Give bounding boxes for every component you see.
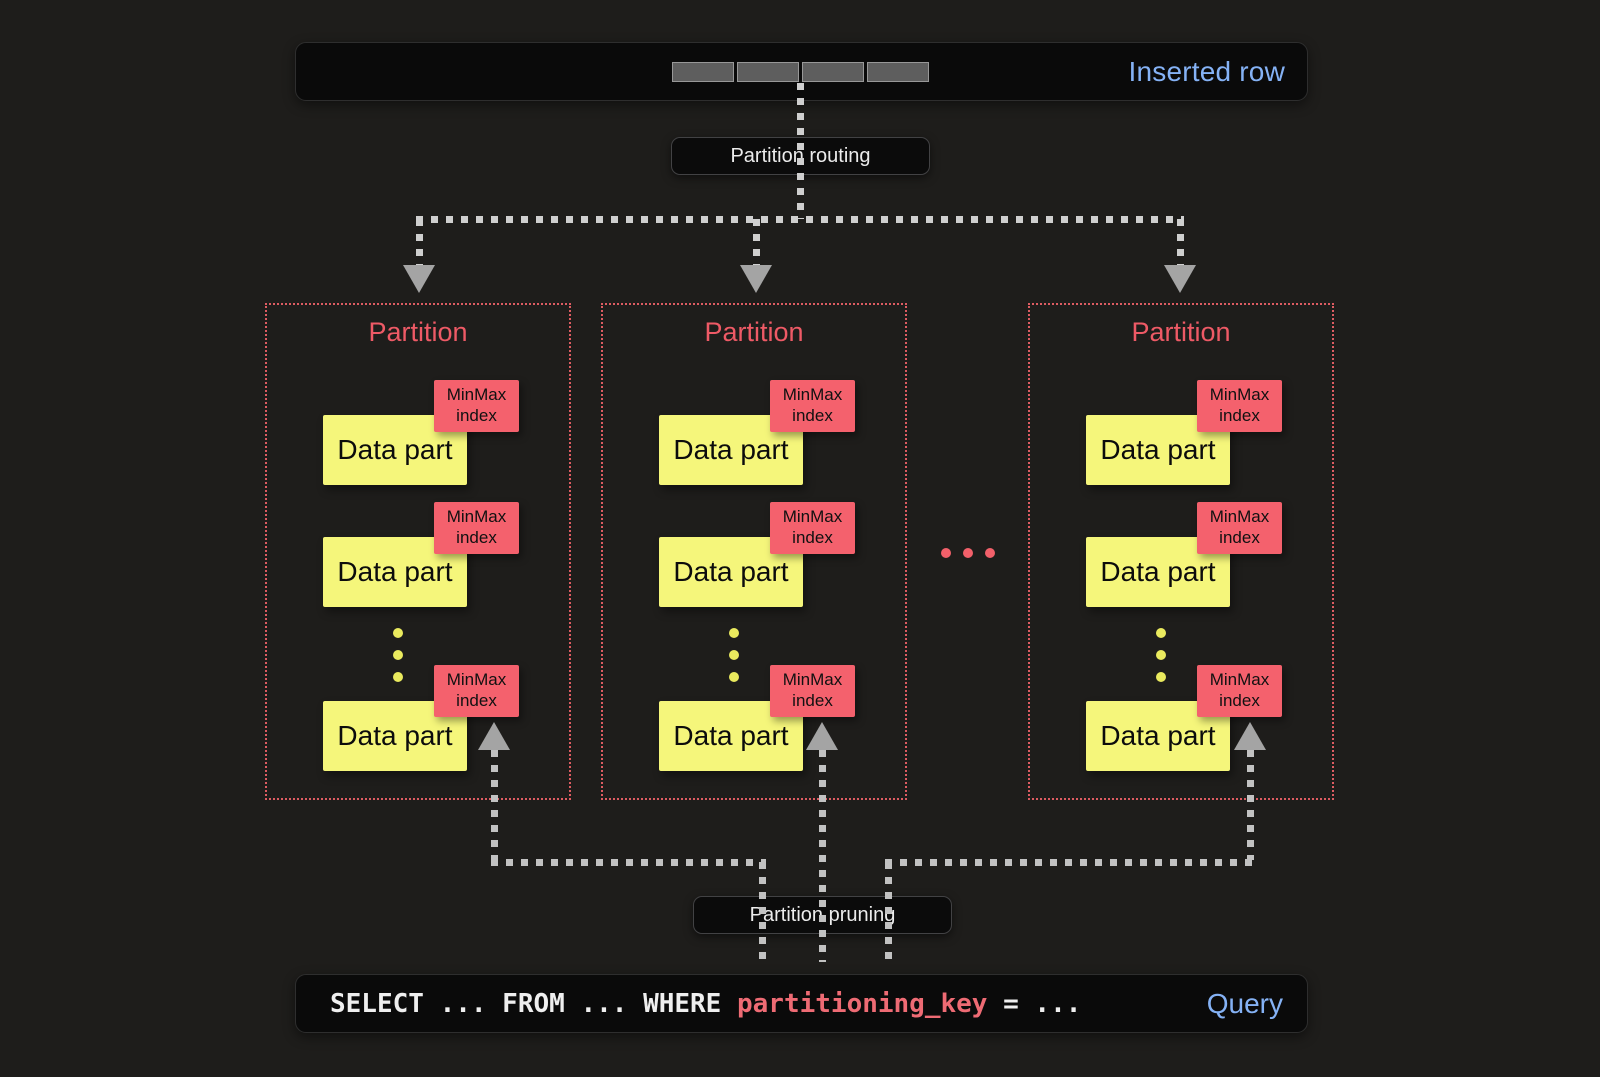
row-segment [867,62,929,82]
more-parts-dots [1156,672,1166,682]
more-parts-dots [1156,628,1166,638]
minmax-index-tag: MinMax index [1197,380,1282,432]
pruning-arrowhead-middle [806,722,838,750]
row-segment [737,62,799,82]
pruning-connector-right [884,858,1254,866]
more-parts-dots [729,672,739,682]
minmax-index-tag: MinMax index [434,502,519,554]
sql-partitioning-key: partitioning_key [737,988,988,1019]
inserted-row-label: Inserted row [1128,55,1285,87]
routing-arrowhead-middle [740,265,772,293]
pruning-drop-line-left [758,862,766,962]
pruning-arrowhead-right [1234,722,1266,750]
routing-arrow-shaft-middle [752,219,760,267]
row-segments [672,62,929,82]
partition-box-2: Partition MinMax index Data part MinMax … [601,303,907,800]
query-label: Query [1206,987,1283,1019]
minmax-index-tag: MinMax index [770,502,855,554]
data-part-box: Data part [1086,701,1230,771]
row-segment [672,62,734,82]
query-bar: SELECT ... FROM ... WHERE partitioning_k… [295,974,1308,1033]
sql-prefix: SELECT ... FROM ... WHERE [330,988,737,1019]
minmax-index-tag: MinMax index [1197,665,1282,717]
pruning-arrow-shaft-right [1246,750,1254,860]
more-parts-dots [393,628,403,638]
pruning-arrowhead-left [478,722,510,750]
pruning-drop-line-right [884,862,892,962]
minmax-index-tag: MinMax index [770,665,855,717]
minmax-index-tag: MinMax index [434,380,519,432]
sql-text: SELECT ... FROM ... WHERE partitioning_k… [330,989,1081,1019]
data-part-box: Data part [1086,537,1230,607]
minmax-index-tag: MinMax index [434,665,519,717]
more-parts-dots [729,650,739,660]
row-segment [802,62,864,82]
partition-title: Partition [1131,317,1231,347]
more-parts-dots [393,650,403,660]
partition-title: Partition [704,317,804,347]
routing-arrow-shaft-right [1176,219,1184,267]
more-parts-dots [1156,650,1166,660]
partition-box-3: Partition MinMax index Data part MinMax … [1028,303,1334,800]
routing-arrowhead-right [1164,265,1196,293]
routing-arrow-shaft-left [415,219,423,267]
pruning-connector-left [490,858,766,866]
minmax-index-tag: MinMax index [770,380,855,432]
sql-suffix: = ... [987,988,1082,1019]
partitions-ellipsis-dots [941,548,995,558]
routing-stub-line [796,83,804,219]
pruning-arrow-shaft-middle [818,750,826,962]
more-parts-dots [729,628,739,638]
partition-title: Partition [368,317,468,347]
partition-box-1: Partition MinMax index Data part MinMax … [265,303,571,800]
minmax-index-tag: MinMax index [1197,502,1282,554]
pruning-arrow-shaft-left [490,750,498,860]
more-parts-dots [393,672,403,682]
routing-arrowhead-left [403,265,435,293]
routing-branch-line [415,215,1184,223]
